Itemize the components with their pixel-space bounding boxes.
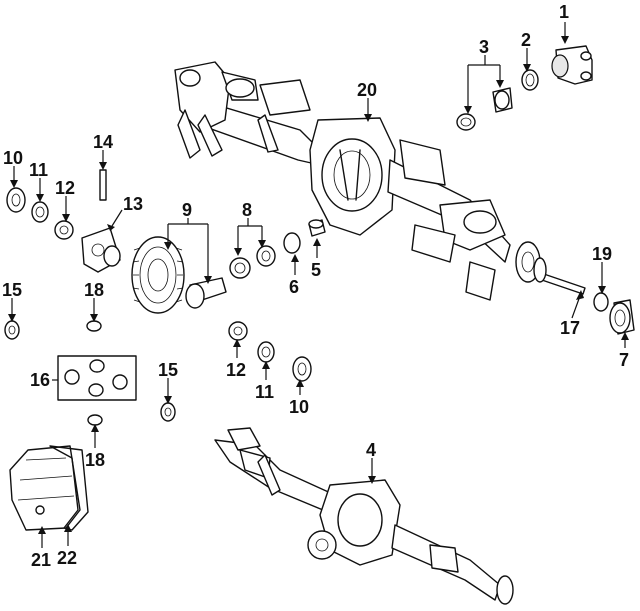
callout-labels: 1 2 3 4 5 6 7 8 9 10 10 11 11 12 12 13 1…	[2, 2, 629, 570]
callout-2: 2	[521, 30, 531, 50]
callout-10-bottom: 10	[289, 397, 309, 417]
bearing-cup-bottom	[257, 341, 275, 363]
pinion-seal	[521, 69, 539, 91]
axle-housing-lower	[214, 427, 514, 605]
axle-housing-upper	[174, 61, 541, 301]
shim-top	[6, 187, 26, 213]
thrust-washer-top	[4, 320, 20, 340]
bearing-cone-top	[54, 220, 74, 240]
pinion-washer-bottom	[87, 414, 103, 426]
differential-gear-kit	[57, 355, 137, 401]
callout-3: 3	[479, 37, 489, 57]
callout-17: 17	[560, 318, 580, 338]
callout-18-bottom: 18	[85, 450, 105, 470]
callout-12-top: 12	[55, 178, 75, 198]
differential-bearings	[229, 245, 276, 279]
callout-15-top: 15	[2, 280, 22, 300]
callout-12-bottom: 12	[226, 360, 246, 380]
pinion-washer-top	[86, 320, 102, 332]
ring-and-pinion-gear	[131, 236, 227, 314]
callout-22: 22	[57, 548, 77, 568]
axle-shaft	[533, 257, 586, 295]
callout-9: 9	[182, 200, 192, 220]
callout-10-top: 10	[3, 148, 23, 168]
callout-21: 21	[31, 550, 51, 570]
callout-5: 5	[311, 260, 321, 280]
callout-1: 1	[559, 2, 569, 22]
seal-ring	[283, 232, 301, 254]
fill-plug	[308, 219, 326, 237]
axle-bearing	[609, 299, 635, 335]
bearing-cone-bottom	[228, 321, 248, 341]
callout-15-bottom: 15	[158, 360, 178, 380]
differential-cover	[9, 445, 81, 531]
callout-18-top: 18	[84, 280, 104, 300]
callout-16: 16	[30, 370, 50, 390]
callout-11-top: 11	[29, 160, 48, 180]
callout-7: 7	[619, 350, 629, 370]
thrust-washer-bottom	[160, 402, 176, 422]
shim-bottom	[292, 356, 312, 382]
callout-20: 20	[357, 80, 377, 100]
callout-8: 8	[242, 200, 252, 220]
cross-shaft-pin	[99, 169, 107, 201]
bearing-cup-top	[31, 201, 49, 223]
callout-6: 6	[289, 277, 299, 297]
callout-13: 13	[123, 194, 143, 214]
axle-seal	[593, 292, 609, 312]
callout-11-bottom: 11	[255, 382, 274, 402]
callout-14: 14	[93, 132, 113, 152]
pinion-bearings	[456, 87, 513, 131]
callout-19: 19	[592, 244, 612, 264]
leader-lines	[11, 22, 626, 548]
differential-case	[81, 227, 121, 273]
pinion-yoke	[551, 45, 593, 85]
callout-4: 4	[366, 440, 376, 460]
leader-arrows	[8, 36, 629, 534]
